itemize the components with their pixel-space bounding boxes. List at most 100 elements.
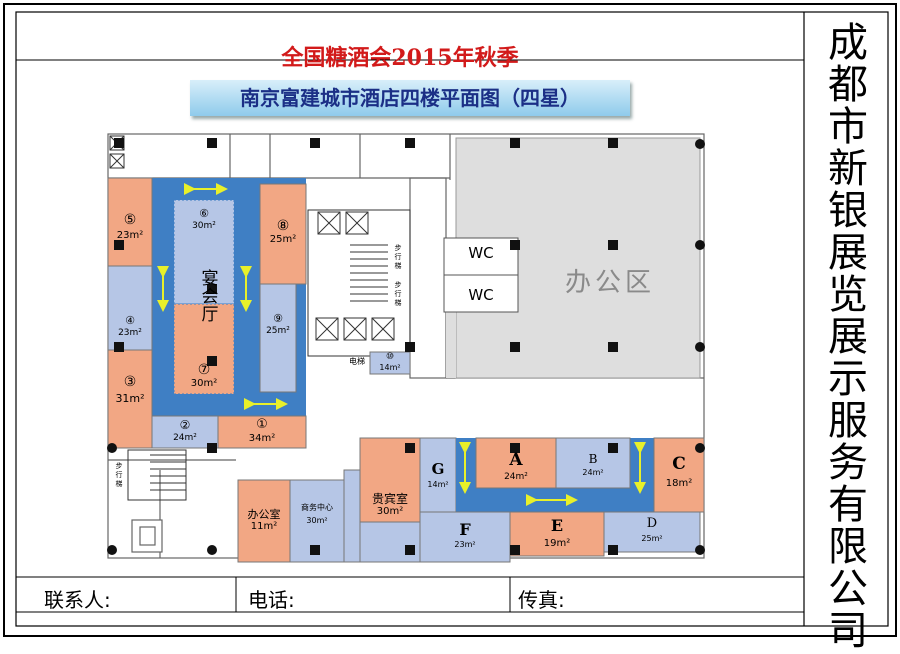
- room-E-area: 19m²: [543, 538, 571, 549]
- room-8-area: 25m²: [269, 234, 297, 245]
- room-B-area: 24m²: [582, 468, 604, 477]
- wc-rooms: [443, 237, 519, 313]
- stairs-label-left: 步 行 梯: [110, 462, 128, 489]
- office-room-area: 11m²: [250, 521, 278, 532]
- room-A-area: 24m²: [504, 472, 528, 482]
- stairs-char: 梯: [115, 480, 123, 488]
- room-1-num: ①: [256, 417, 268, 432]
- room-D-name: D: [646, 516, 658, 531]
- frame-lines: [3, 3, 897, 637]
- vip-room-name: 贵宾室: [371, 492, 408, 506]
- room-2-area: 24m²: [173, 433, 197, 443]
- company-char: 市: [828, 104, 868, 150]
- company-char: 有: [828, 482, 868, 528]
- room-8-num: ⑧: [276, 218, 290, 234]
- room-10-area: 14m²: [379, 363, 401, 372]
- room-F-area: 23m²: [454, 540, 476, 549]
- room-6-area: 30m²: [192, 221, 216, 231]
- room-B-name: B: [588, 452, 598, 466]
- room-3-num: ③: [123, 374, 137, 390]
- room-8: [259, 183, 307, 285]
- company-char: 限: [828, 524, 868, 570]
- stairs-label-lower: 步 行 梯: [392, 281, 404, 308]
- stairs-char: 步: [394, 281, 402, 289]
- stairs-char: 行: [394, 253, 402, 261]
- stair-elevator-core: [307, 209, 411, 357]
- room-7: [173, 303, 235, 395]
- stairs-char: 行: [394, 290, 402, 298]
- round-columns: [107, 139, 705, 555]
- company-char: 成: [828, 20, 868, 66]
- phone-label: 电话:: [248, 588, 295, 612]
- room-F: [419, 511, 511, 563]
- company-char: 示: [828, 356, 868, 402]
- room-5-num: ⑤: [123, 212, 137, 228]
- company-char: 新: [828, 146, 868, 192]
- plan-title: 南京富建城市酒店四楼平面图（四星）: [240, 86, 580, 110]
- wc-label-2: WC: [468, 286, 494, 304]
- room-D-area: 25m²: [641, 534, 663, 543]
- left-stairs: [127, 449, 187, 501]
- company-name: 成 都 市 新 银 展 览 展 示 服 务 有 限 公 司: [820, 22, 876, 652]
- wc-label-1: WC: [468, 244, 494, 262]
- company-char: 公: [828, 566, 868, 612]
- vip-room-area: 30m²: [376, 506, 404, 517]
- room-7-area: 30m²: [190, 378, 218, 389]
- room-5-area: 23m²: [116, 230, 144, 241]
- room-G: [419, 437, 457, 513]
- stairs-char: 梯: [394, 299, 402, 307]
- stairs-char: 梯: [394, 262, 402, 270]
- room-6-num: ⑥: [199, 207, 209, 220]
- room-2: [151, 415, 219, 449]
- room-4-area: 23m²: [118, 328, 142, 338]
- stairs-label-upper: 步 行 梯: [392, 244, 404, 271]
- company-char: 览: [828, 272, 868, 318]
- room-C-name: C: [672, 454, 686, 474]
- room-F-name: F: [459, 520, 471, 539]
- business-center-area: 30m²: [306, 516, 328, 525]
- direction-arrows: [157, 183, 646, 506]
- room-7-num: ⑦: [197, 362, 211, 378]
- contact-label: 联系人:: [44, 588, 111, 612]
- office-room: [237, 479, 291, 563]
- room-E-name: E: [550, 516, 564, 535]
- room-1: [217, 415, 307, 449]
- elevator-label: 电梯: [349, 357, 365, 366]
- room-G-area: 14m²: [427, 480, 449, 489]
- stairs-char: 步: [394, 244, 402, 252]
- room-3: [107, 349, 153, 449]
- floor-plan-page: 全国糖酒会2015年秋季 南京富建城市酒店四楼平面图（四星） 成 都 市 新 银…: [3, 3, 897, 652]
- company-char: 展: [828, 230, 868, 276]
- floor-plan: [107, 133, 705, 563]
- room-C-area: 18m²: [665, 478, 693, 489]
- company-char: 展: [828, 314, 868, 360]
- fax-label: 传真:: [518, 588, 565, 612]
- room-10: [369, 351, 411, 375]
- company-char: 银: [828, 188, 868, 234]
- stairs-char: 行: [115, 471, 123, 479]
- room-2-num: ②: [179, 418, 191, 432]
- room-10-num: ⑩: [385, 352, 395, 362]
- room-A-name: A: [509, 450, 523, 470]
- plan-title-band: 南京富建城市酒店四楼平面图（四星）: [190, 80, 630, 116]
- business-center-name: 商务中心: [301, 503, 333, 512]
- room-4: [107, 265, 153, 351]
- business-center-annex: [343, 469, 361, 563]
- vip-annex: [359, 521, 421, 563]
- stairs-char: 步: [115, 462, 123, 470]
- room-G-name: G: [431, 460, 445, 478]
- room-E: [509, 511, 605, 557]
- room-5: [107, 177, 153, 267]
- office-zone-label: 办公区: [564, 268, 655, 298]
- room-9-num: ⑨: [273, 312, 283, 325]
- structural-columns: [114, 138, 618, 555]
- room-6: [173, 199, 235, 305]
- event-title: 全国糖酒会2015年秋季: [281, 45, 519, 71]
- company-char: 都: [828, 62, 868, 108]
- room-D: [603, 511, 701, 553]
- room-9-area: 25m²: [266, 326, 290, 336]
- room-4-num: ④: [125, 314, 135, 327]
- room-9: [259, 283, 297, 393]
- room-3-area: 31m²: [115, 392, 145, 405]
- banquet-hall-label: 宴会厅: [201, 269, 219, 325]
